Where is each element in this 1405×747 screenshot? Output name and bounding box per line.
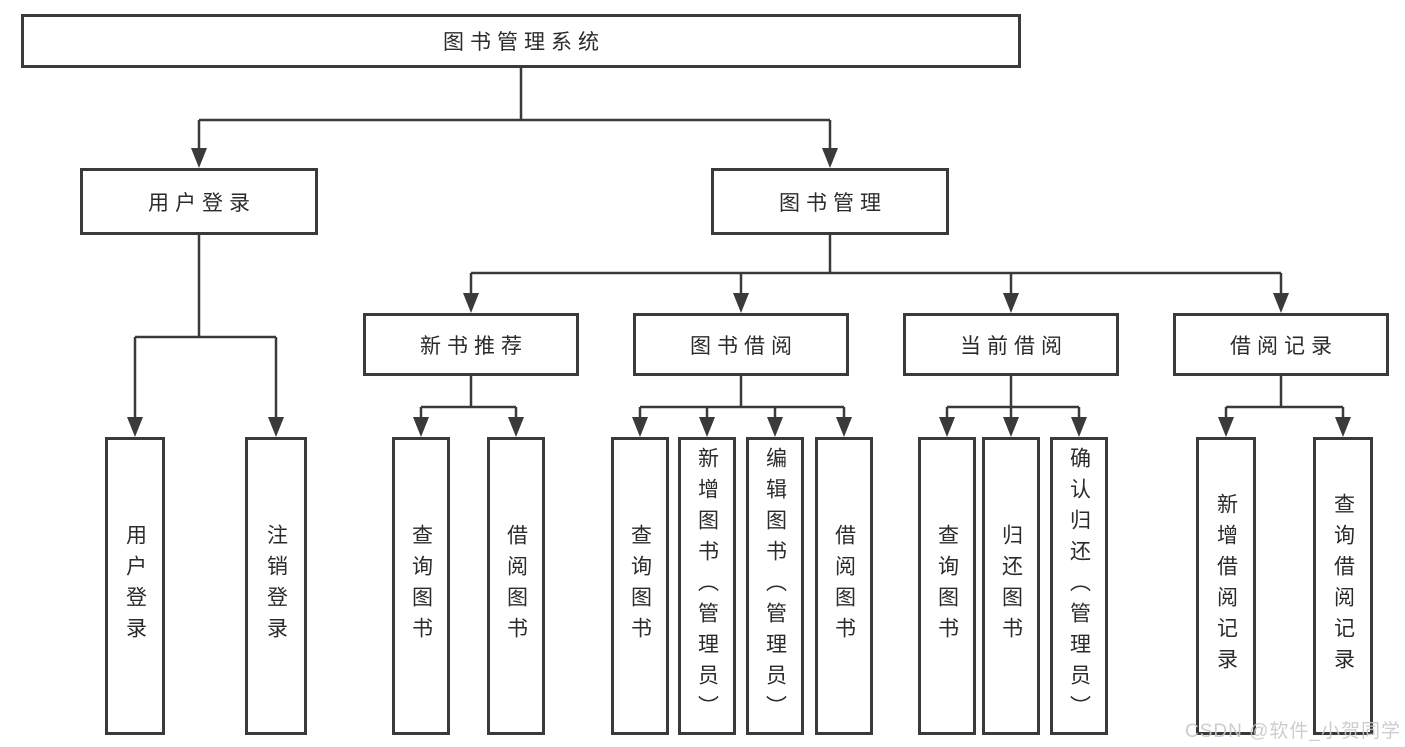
- leaf-label: 查询图书: [628, 524, 652, 648]
- leaf-label: 查询借阅记录: [1331, 493, 1355, 679]
- node-borrow-records-label: 借阅记录: [1230, 334, 1338, 358]
- leaf-label: 注销登录: [264, 524, 288, 648]
- leaf-add-borrow-record: 新增借阅记录: [1196, 437, 1256, 735]
- node-root-label: 图书管理系统: [443, 31, 605, 54]
- node-user-login: 用户登录: [80, 168, 318, 235]
- leaf-label: 借阅图书: [832, 524, 856, 648]
- node-book-borrowing: 图书借阅: [633, 313, 849, 376]
- leaf-edit-book-admin: 编辑图书（管理员）: [746, 437, 804, 735]
- leaf-logout: 注销登录: [245, 437, 307, 735]
- leaf-query-books-recommend: 查询图书: [392, 437, 450, 735]
- node-book-borrowing-label: 图书借阅: [690, 334, 798, 358]
- node-root: 图书管理系统: [21, 14, 1021, 68]
- leaf-query-books-current: 查询图书: [918, 437, 976, 735]
- leaf-label: 查询图书: [409, 524, 433, 648]
- leaf-query-borrow-record: 查询借阅记录: [1313, 437, 1373, 735]
- leaf-label: 新增图书（管理员）: [695, 446, 719, 726]
- csdn-watermark: CSDN @软件_小贺同学: [1185, 721, 1401, 742]
- leaf-user-login: 用户登录: [105, 437, 165, 735]
- node-user-login-label: 用户登录: [148, 191, 256, 215]
- arrowheads: [127, 148, 1351, 437]
- leaf-label: 用户登录: [123, 524, 147, 648]
- leaf-query-books-borrowing: 查询图书: [611, 437, 669, 735]
- leaf-label: 归还图书: [999, 524, 1023, 648]
- node-book-management-label: 图书管理: [779, 191, 887, 215]
- leaf-label: 借阅图书: [504, 524, 528, 648]
- leaf-label: 编辑图书（管理员）: [763, 446, 787, 726]
- node-current-borrowing: 当前借阅: [903, 313, 1119, 376]
- node-book-management: 图书管理: [711, 168, 949, 235]
- leaf-label: 新增借阅记录: [1214, 493, 1238, 679]
- leaf-borrow-books-recommend: 借阅图书: [487, 437, 545, 735]
- node-borrow-records: 借阅记录: [1173, 313, 1389, 376]
- node-current-borrowing-label: 当前借阅: [960, 334, 1068, 358]
- leaf-label: 确认归还（管理员）: [1067, 446, 1091, 726]
- node-new-book-recommend-label: 新书推荐: [420, 334, 528, 358]
- leaf-borrow-books-borrowing: 借阅图书: [815, 437, 873, 735]
- node-new-book-recommend: 新书推荐: [363, 313, 579, 376]
- leaf-add-book-admin: 新增图书（管理员）: [678, 437, 736, 735]
- leaf-return-book: 归还图书: [982, 437, 1040, 735]
- leaf-label: 查询图书: [935, 524, 959, 648]
- leaf-confirm-return-admin: 确认归还（管理员）: [1050, 437, 1108, 735]
